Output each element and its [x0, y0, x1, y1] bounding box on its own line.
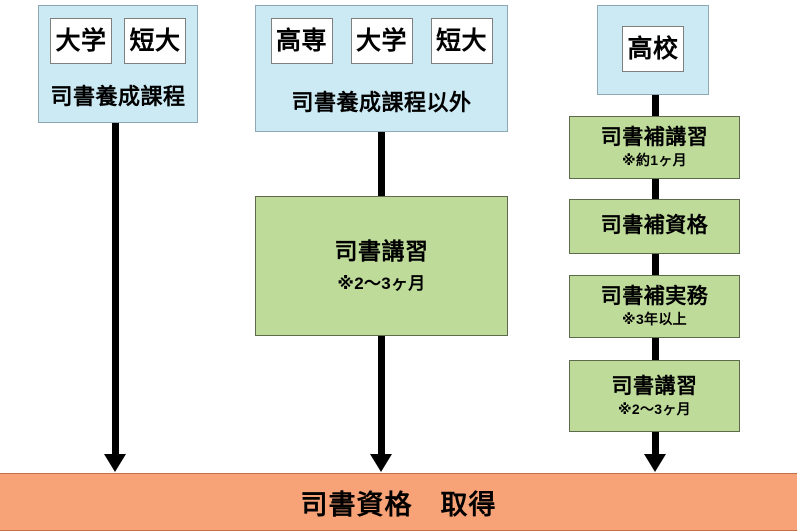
panel-caption-2: 司書養成課程以外 [291, 90, 472, 115]
step-title: 司書講習 [334, 237, 429, 264]
step-box-shisho-koshu-column-2: 司書講習 ※2〜3ヶ月 [255, 196, 508, 336]
arrow-head-column-3 [644, 454, 666, 472]
result-bar-label: 司書資格 取得 [300, 489, 497, 520]
connector-column-3-to-step-1 [652, 95, 659, 116]
connector-column-3-step-1-to-2 [652, 179, 659, 199]
connector-column-2-to-step-1 [378, 132, 385, 197]
connector-column-3-to-result [652, 432, 659, 456]
connector-column-3-step-3-to-4 [652, 338, 659, 360]
step-box-shishoho-jitsumu: 司書補実務 ※3年以上 [569, 275, 740, 338]
chip-row: 高校 [598, 26, 708, 72]
step-title: 司書補資格 [600, 214, 709, 238]
chip-tandai: 短大 [430, 18, 493, 64]
chip-daigaku: 大学 [50, 18, 112, 64]
arrow-head-column-2 [370, 454, 392, 472]
chip-daigaku: 大学 [350, 18, 413, 64]
connector-column-2-to-result [378, 336, 385, 456]
step-note: ※2〜3ヶ月 [618, 400, 691, 417]
chip-tandai: 短大 [124, 18, 186, 64]
step-note: ※3年以上 [622, 311, 687, 328]
panel-caption-1: 司書養成課程 [50, 84, 186, 109]
step-box-shisho-koshu-column-3: 司書講習 ※2〜3ヶ月 [569, 360, 740, 432]
step-title: 司書補実務 [600, 285, 709, 309]
step-title: 司書講習 [611, 374, 698, 398]
chip-kosen: 高専 [270, 18, 333, 64]
chip-row: 大学 短大 [39, 18, 197, 64]
result-bar-librarian-qualification: 司書資格 取得 [0, 473, 797, 531]
step-title: 司書補講習 [600, 126, 709, 150]
connector-column-3-step-2-to-3 [652, 254, 659, 275]
step-box-shishoho-shikaku: 司書補資格 [569, 199, 740, 254]
step-note: ※2〜3ヶ月 [337, 274, 426, 294]
chip-row: 高専 大学 短大 [256, 18, 507, 64]
source-panel-high-school: 高校 [597, 5, 709, 95]
source-panel-university-course: 大学 短大 司書養成課程 [38, 5, 198, 123]
connector-column-1 [112, 123, 119, 456]
source-panel-non-course: 高専 大学 短大 司書養成課程以外 [255, 5, 508, 132]
arrow-head-column-1 [104, 454, 126, 472]
step-note: ※約1ヶ月 [622, 152, 687, 169]
step-box-shishoho-koshu: 司書補講習 ※約1ヶ月 [569, 116, 740, 179]
chip-koko: 高校 [622, 26, 684, 72]
